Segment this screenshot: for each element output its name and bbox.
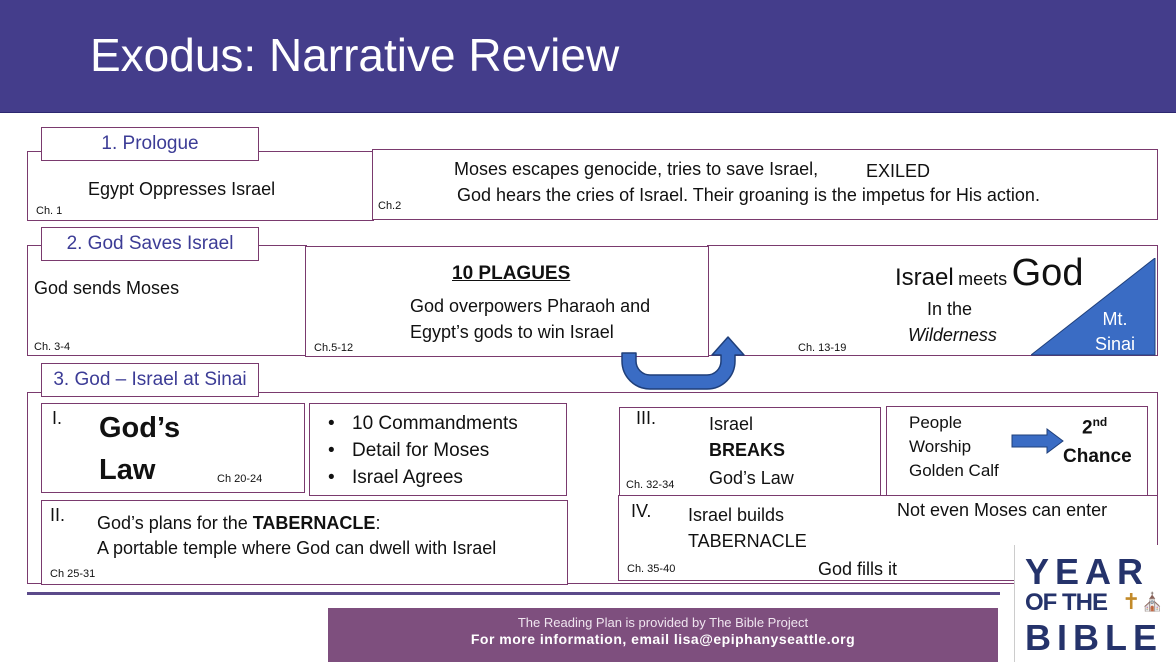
footer-line-1: The Reading Plan is provided by The Bibl… — [517, 615, 809, 630]
footer-band: The Reading Plan is provided by The Bibl… — [328, 608, 998, 662]
plans-post-text: : — [375, 513, 381, 533]
mt-sinai-label: Mt. Sinai — [1080, 307, 1150, 357]
people-text: People — [909, 413, 962, 432]
god-text: God — [1011, 252, 1084, 294]
numeral-ii: II. — [50, 505, 66, 525]
numeral-i: I. — [52, 408, 63, 428]
worship-text: Worship — [909, 437, 972, 456]
god-fills-it-text: God fills it — [818, 559, 898, 579]
commandment-item: Detail for Moses — [324, 437, 518, 464]
breaks-line-3: God’s Law — [709, 468, 794, 488]
plagues-line-2: Egypt’s gods to win Israel — [410, 322, 614, 342]
god-sends-moses-text: God sends Moses — [34, 278, 180, 298]
right-arrow — [1011, 428, 1064, 454]
footer-line-2: For more information, email lisa@epiphan… — [470, 631, 856, 647]
mountain-triangle — [1031, 258, 1156, 356]
israel-meets-god-line: Israel meets God — [895, 252, 1083, 295]
plagues-heading: 10 PLAGUES — [452, 263, 571, 284]
golden-calf-text: Golden Calf — [909, 461, 999, 480]
breaks-line-1: Israel — [709, 414, 754, 434]
chapter-ref: Ch 25-31 — [50, 568, 96, 580]
chapter-ref: Ch.5-12 — [314, 342, 354, 354]
commandments-box: 10 Commandments Detail for Moses Israel … — [309, 403, 567, 496]
plagues-line-1: God overpowers Pharaoh and — [410, 296, 651, 316]
chapter-ref: Ch. 1 — [36, 205, 63, 217]
builds-line-1: Israel builds — [688, 505, 785, 525]
sinai-text: Sinai — [1094, 334, 1136, 354]
gods-law-line-1: God’s — [99, 412, 181, 444]
cross-icon: ✝ — [1122, 589, 1141, 614]
chapter-ref: Ch.2 — [378, 200, 402, 212]
meets-text: meets — [958, 269, 1008, 289]
gods-law-line-2: Law — [99, 454, 156, 486]
section-tab-god-saves-israel: 2. God Saves Israel — [41, 227, 259, 261]
chapter-ref: Ch 20-24 — [217, 473, 263, 485]
breaks-line-2: BREAKS — [709, 440, 786, 460]
section-tab-israel-at-sinai: 3. God – Israel at Sinai — [41, 363, 259, 397]
breaks-box: III. Israel BREAKS God’s Law Ch. 32-34 — [619, 407, 881, 496]
chapter-ref: Ch. 3-4 — [34, 341, 71, 353]
logo-year: YEAR — [1025, 551, 1150, 592]
tabernacle-plans-line-2: A portable temple where God can dwell wi… — [97, 538, 497, 558]
tabernacle-plans-line-1: God’s plans for the TABERNACLE: — [97, 513, 380, 534]
prologue-egypt-box: Egypt Oppresses Israel Ch. 1 — [27, 151, 374, 221]
tabernacle-plans-box: II. God’s plans for the TABERNACLE: A po… — [41, 500, 568, 585]
golden-calf-box: People Worship Golden Calf 2nd Chance — [886, 406, 1148, 496]
tabernacle-bold-text: TABERNACLE — [252, 513, 376, 533]
saves-wilderness-box: Israel meets God In the Wilderness Ch. 1… — [707, 245, 1158, 356]
chance-text: Chance — [1063, 446, 1132, 467]
second-label: 2nd — [1082, 415, 1107, 439]
wilderness-text: Wilderness — [908, 325, 997, 345]
saves-plagues-box: 10 PLAGUES God overpowers Pharaoh and Eg… — [305, 246, 709, 357]
builds-line-2: TABERNACLE — [688, 531, 807, 551]
commandment-item: Israel Agrees — [324, 464, 518, 491]
moses-escapes-text: Moses escapes genocide, tries to save Is… — [454, 159, 819, 179]
commandments-list: 10 Commandments Detail for Moses Israel … — [324, 410, 518, 491]
plans-pre-text: God’s plans for the — [97, 513, 253, 533]
title-band: Exodus: Narrative Review — [0, 0, 1176, 113]
year-of-the-bible-logo: YEAR OF THE ✝ ⛪ BIBLE — [1014, 545, 1176, 662]
numeral-iv: IV. — [631, 501, 652, 521]
second-suffix: nd — [1092, 415, 1108, 429]
prologue-moses-box: Moses escapes genocide, tries to save Is… — [372, 149, 1158, 220]
exiled-text: EXILED — [866, 161, 931, 181]
law-box: I. God’s Law Ch 20-24 — [41, 403, 305, 493]
egypt-oppresses-text: Egypt Oppresses Israel — [88, 179, 276, 199]
logo-of-the: OF THE — [1025, 589, 1108, 616]
chapter-ref: Ch. 32-34 — [626, 479, 675, 491]
u-turn-arrow — [621, 336, 745, 390]
footer-divider — [27, 592, 1000, 595]
logo-bible: BIBLE — [1025, 617, 1163, 658]
in-the-text: In the — [927, 299, 973, 319]
church-icon: ⛪ — [1141, 592, 1164, 612]
not-even-moses-text: Not even Moses can enter — [897, 500, 1108, 520]
chapter-ref: Ch. 35-40 — [627, 563, 676, 575]
israel-text: Israel — [895, 264, 954, 291]
numeral-iii: III. — [636, 408, 657, 428]
commandment-item: 10 Commandments — [324, 410, 518, 437]
mt-text: Mt. — [1102, 309, 1128, 329]
section-tab-prologue: 1. Prologue — [41, 127, 259, 161]
god-hears-text: God hears the cries of Israel. Their gro… — [457, 185, 1040, 205]
page-title: Exodus: Narrative Review — [90, 29, 620, 81]
chapter-ref: Ch. 13-19 — [798, 342, 847, 354]
saves-sends-box: God sends Moses Ch. 3-4 — [27, 245, 307, 356]
second-number: 2 — [1082, 417, 1093, 439]
